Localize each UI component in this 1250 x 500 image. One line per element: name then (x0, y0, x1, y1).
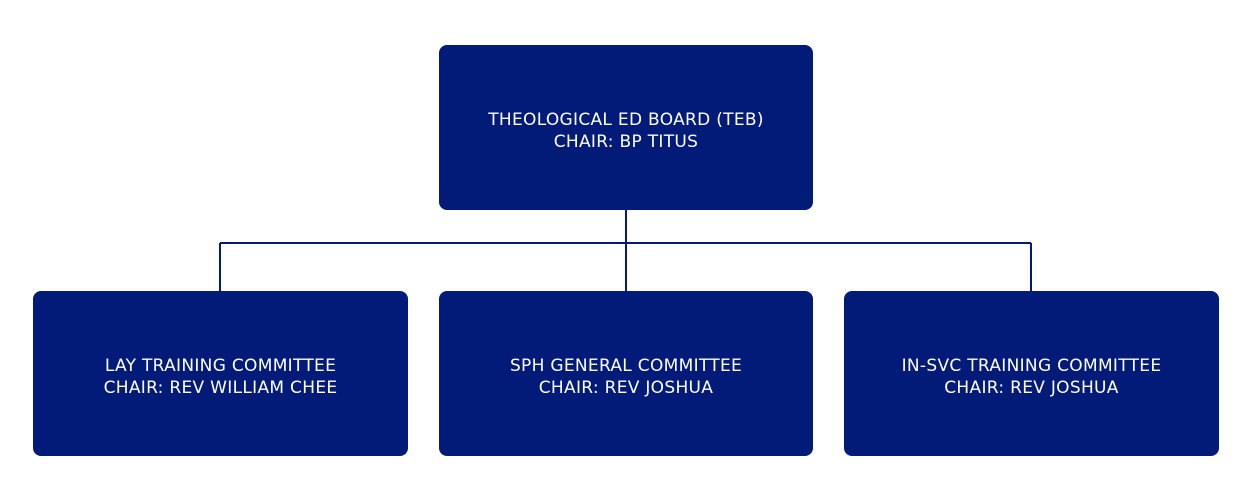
root-node-chair: CHAIR: BP TITUS (553, 131, 699, 152)
child-node-chair: CHAIR: REV JOSHUA (944, 377, 1119, 398)
child-node-chair: CHAIR: REV WILLIAM CHEE (103, 377, 338, 398)
child-node-in-svc-training: IN-SVC TRAINING COMMITTEE CHAIR: REV JOS… (844, 291, 1219, 456)
child-node-sph-general: SPH GENERAL COMMITTEE CHAIR: REV JOSHUA (439, 291, 813, 456)
root-node-text: THEOLOGICAL ED BOARD (TEB) CHAIR: BP TIT… (488, 109, 764, 153)
child-node-text: LAY TRAINING COMMITTEE CHAIR: REV WILLIA… (104, 355, 338, 399)
root-node-title: THEOLOGICAL ED BOARD (TEB) (488, 109, 764, 130)
child-node-text: SPH GENERAL COMMITTEE CHAIR: REV JOSHUA (510, 355, 742, 399)
child-node-text: IN-SVC TRAINING COMMITTEE CHAIR: REV JOS… (902, 355, 1162, 399)
child-node-title: IN-SVC TRAINING COMMITTEE (901, 355, 1162, 376)
child-node-chair: CHAIR: REV JOSHUA (538, 377, 714, 398)
child-node-title: LAY TRAINING COMMITTEE (104, 355, 337, 376)
child-node-lay-training: LAY TRAINING COMMITTEE CHAIR: REV WILLIA… (33, 291, 408, 456)
root-node-teb: THEOLOGICAL ED BOARD (TEB) CHAIR: BP TIT… (439, 45, 813, 210)
child-node-title: SPH GENERAL COMMITTEE (509, 355, 743, 376)
